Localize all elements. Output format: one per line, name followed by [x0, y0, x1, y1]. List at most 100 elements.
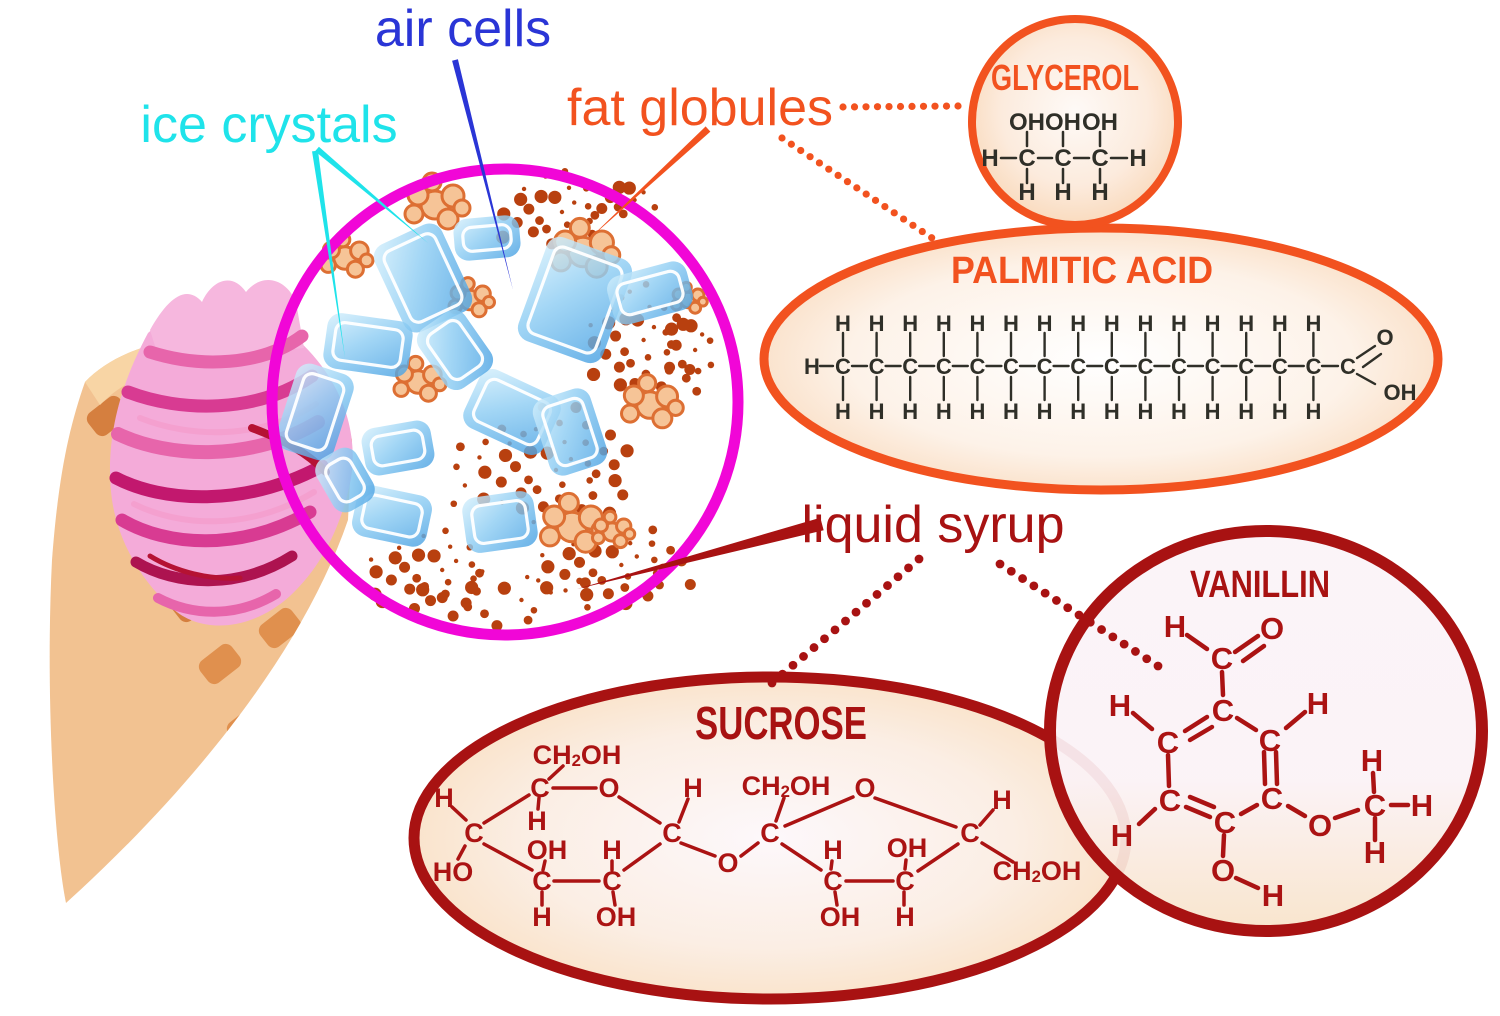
svg-text:H: H: [869, 399, 885, 424]
svg-text:HO: HO: [433, 857, 474, 887]
svg-text:H: H: [969, 399, 985, 424]
svg-text:H: H: [1364, 835, 1386, 870]
ice-crystal: [373, 223, 473, 333]
svg-text:C: C: [1364, 788, 1386, 823]
svg-text:H: H: [1037, 311, 1053, 336]
ice-crystal: [276, 363, 354, 461]
svg-text:O: O: [598, 773, 619, 803]
svg-text:C: C: [823, 866, 843, 896]
liquid-syrup-label: liquid syrup: [801, 496, 1064, 554]
svg-text:C: C: [1238, 354, 1254, 379]
svg-text:H: H: [1272, 399, 1288, 424]
svg-text:H: H: [835, 311, 851, 336]
svg-text:H: H: [527, 806, 547, 836]
ice-crystal: [453, 215, 521, 261]
svg-text:C: C: [895, 866, 915, 896]
svg-text:H: H: [1091, 179, 1108, 206]
svg-text:H: H: [1171, 399, 1187, 424]
svg-text:H: H: [1205, 399, 1221, 424]
svg-text:O: O: [1376, 325, 1393, 350]
svg-text:C: C: [662, 818, 682, 848]
svg-text:H: H: [981, 145, 998, 172]
svg-text:H: H: [1361, 743, 1383, 778]
ice-crystals-label: ice crystals: [140, 96, 397, 154]
svg-text:C: C: [1259, 723, 1281, 758]
svg-text:H: H: [434, 783, 454, 813]
svg-text:C: C: [1070, 354, 1086, 379]
svg-text:H: H: [1037, 399, 1053, 424]
palmitic-acid-title: PALMITIC ACID: [951, 250, 1213, 292]
svg-text:C: C: [902, 354, 918, 379]
svg-text:H: H: [1104, 399, 1120, 424]
fat-globule-cluster: [620, 373, 685, 430]
svg-text:C: C: [1159, 783, 1181, 818]
svg-text:OH: OH: [820, 902, 861, 932]
ice-crystal: [607, 261, 693, 325]
svg-text:H: H: [1003, 311, 1019, 336]
svg-text:H: H: [1111, 818, 1133, 853]
svg-text:C: C: [969, 354, 985, 379]
glycerol-circle: [968, 15, 1182, 229]
svg-text:C: C: [464, 818, 484, 848]
svg-text:C: C: [1054, 145, 1071, 172]
svg-text:C: C: [1091, 145, 1108, 172]
svg-text:H: H: [1171, 311, 1187, 336]
svg-text:H: H: [1205, 311, 1221, 336]
svg-text:H: H: [1104, 311, 1120, 336]
ice-crystal: [352, 485, 432, 547]
svg-text:H: H: [1054, 179, 1071, 206]
svg-text:H: H: [683, 773, 703, 803]
svg-text:H: H: [1262, 878, 1284, 913]
svg-text:H: H: [992, 785, 1012, 815]
ice-crystal: [532, 388, 608, 476]
svg-text:OH: OH: [596, 902, 637, 932]
svg-text:H: H: [869, 311, 885, 336]
svg-text:C: C: [936, 354, 952, 379]
svg-text:H: H: [835, 399, 851, 424]
svg-text:H: H: [804, 354, 820, 379]
svg-text:C: C: [1272, 354, 1288, 379]
svg-text:C: C: [1137, 354, 1153, 379]
svg-text:CH2OH: CH2OH: [993, 856, 1082, 886]
svg-text:H: H: [1137, 399, 1153, 424]
svg-text:OH: OH: [887, 833, 928, 863]
palmitic-acid-ellipse: [759, 223, 1443, 495]
svg-text:C: C: [760, 818, 780, 848]
svg-text:C: C: [1171, 354, 1187, 379]
microstructure-magnifier-ring: [266, 163, 744, 641]
svg-text:C: C: [532, 866, 552, 896]
svg-text:C: C: [1211, 641, 1233, 676]
ice-crystal: [315, 447, 375, 513]
svg-text:O: O: [1260, 611, 1284, 646]
ice-crystal: [517, 236, 633, 364]
svg-text:C: C: [1037, 354, 1053, 379]
svg-text:H: H: [902, 399, 918, 424]
pointer-lines: [312, 59, 1163, 688]
vanillin-title: VANILLIN: [1190, 564, 1330, 606]
svg-text:C: C: [1261, 781, 1283, 816]
svg-text:C: C: [602, 866, 622, 896]
sucrose-title: SUCROSE: [695, 697, 867, 749]
svg-text:H: H: [936, 399, 952, 424]
svg-text:H: H: [823, 835, 843, 865]
svg-text:C: C: [1003, 354, 1019, 379]
fat-globules-label: fat globules: [567, 79, 833, 137]
svg-text:O: O: [854, 773, 875, 803]
svg-text:H: H: [1070, 311, 1086, 336]
svg-text:H: H: [532, 902, 552, 932]
svg-text:H: H: [1411, 788, 1433, 823]
air-cells-label: air cells: [375, 0, 551, 58]
svg-text:H: H: [936, 311, 952, 336]
ice-crystal: [323, 313, 413, 377]
svg-text:H: H: [1238, 399, 1254, 424]
svg-text:H: H: [1109, 688, 1131, 723]
svg-text:O: O: [1211, 853, 1235, 888]
svg-text:CH2OH: CH2OH: [533, 740, 622, 770]
svg-text:H: H: [1272, 311, 1288, 336]
